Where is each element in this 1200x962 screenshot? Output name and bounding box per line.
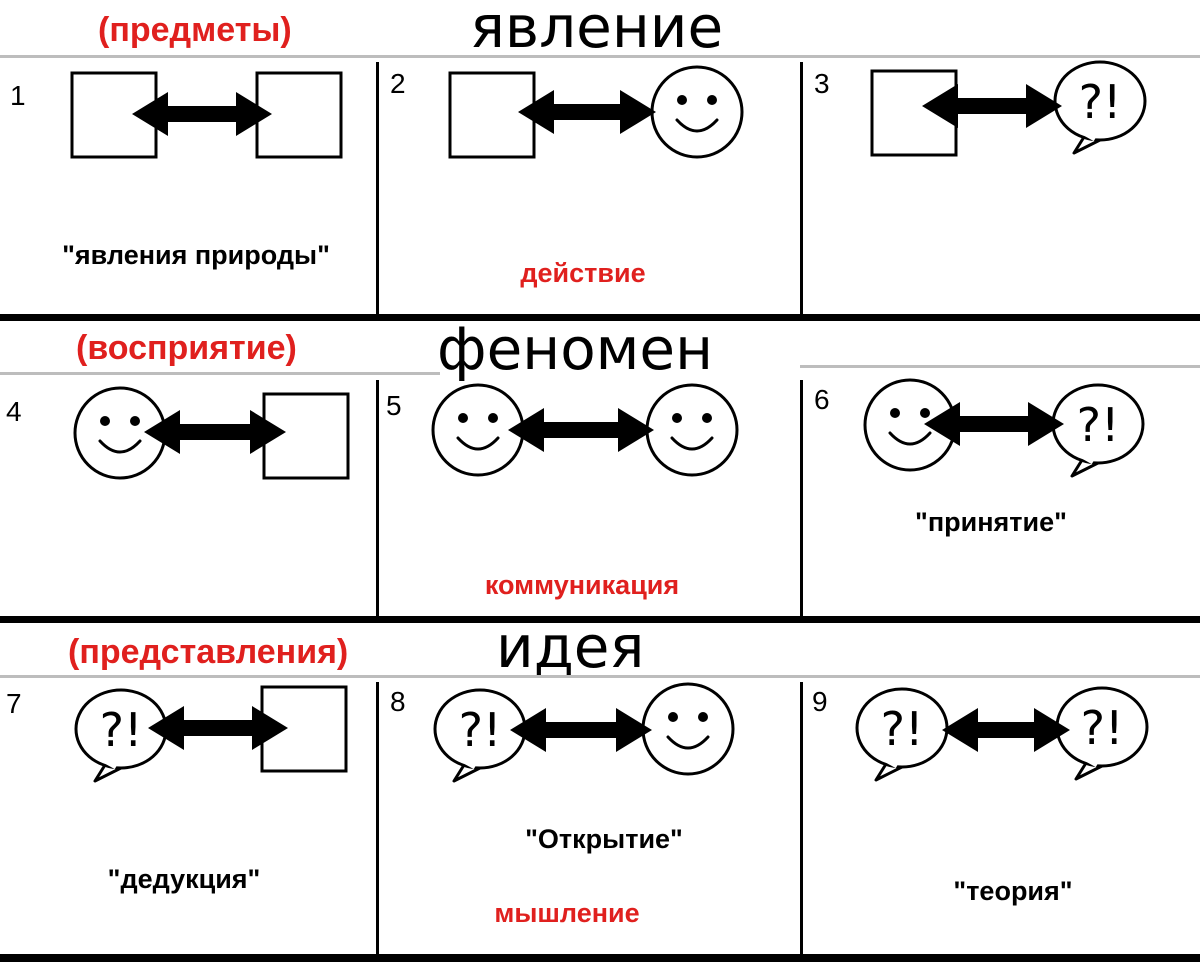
- cell-9-caption: "теория": [953, 876, 1073, 906]
- cell-6-caption: "принятие": [915, 507, 1067, 537]
- column-divider-2a: [800, 62, 803, 314]
- cell-8-left-speech-bubble-icon: ?!: [435, 690, 525, 781]
- bottom-border: [0, 954, 1200, 962]
- cell-7-caption: "дедукция": [107, 864, 261, 894]
- row-2-subtitle: (восприятие): [76, 329, 297, 367]
- row-divider-2: [0, 616, 1200, 623]
- cell-1-number: 1: [10, 80, 26, 111]
- row-2-title: феномен: [437, 315, 714, 383]
- cell-7-left-speech-bubble-icon: ?!: [76, 690, 166, 781]
- row-1-header-line: [0, 55, 1200, 58]
- cell-5-right-smiley-icon: [645, 383, 739, 477]
- cell-6-bubble-text: ?!: [1077, 398, 1120, 452]
- cell-5-caption: коммуникация: [484, 570, 680, 600]
- cell-5-number: 5: [386, 390, 402, 421]
- cell-2-right-smiley-icon: [650, 65, 744, 159]
- cell-2-caption: действие: [520, 258, 646, 288]
- cell-1-caption: "явления природы": [62, 240, 330, 270]
- row-divider-1: [0, 314, 1200, 321]
- column-divider-1a: [376, 62, 379, 314]
- row-1-title: явление: [470, 0, 724, 61]
- cell-8-bubble-text: ?!: [459, 703, 502, 757]
- row-3-subtitle: (представления): [68, 633, 349, 671]
- cell-9-number: 9: [812, 686, 828, 717]
- cell-5-double-arrow-icon: [508, 408, 654, 452]
- row-3-title: идея: [496, 613, 645, 681]
- cell-7-double-arrow-icon: [148, 706, 288, 750]
- cell-6-number: 6: [814, 384, 830, 415]
- column-divider-2b: [800, 380, 803, 616]
- cell-8-right-smiley-icon: [641, 682, 735, 776]
- cell-9-double-arrow-icon: [942, 708, 1070, 752]
- row-3-header-line: [0, 675, 1200, 678]
- cell-1-double-arrow-icon: [132, 92, 272, 136]
- cell-6-right-speech-bubble-icon: ?!: [1053, 385, 1143, 476]
- cell-9-left-speech-bubble-icon: ?!: [857, 689, 947, 780]
- cell-9-right-bubble-text: ?!: [1081, 701, 1124, 755]
- cell-2-double-arrow-icon: [518, 90, 656, 134]
- cell-4-number: 4: [6, 396, 22, 427]
- column-divider-1b: [376, 380, 379, 616]
- cell-3-number: 3: [814, 68, 830, 99]
- row-2-header-line-right: [800, 365, 1200, 368]
- cell-3-double-arrow-icon: [922, 84, 1062, 128]
- cell-8-double-arrow-icon: [510, 708, 652, 752]
- cell-7-number: 7: [6, 688, 22, 719]
- cell-8-caption-1: "Открытие": [525, 824, 683, 854]
- cell-3-bubble-text: ?!: [1079, 75, 1122, 129]
- cell-2-number: 2: [390, 68, 406, 99]
- cell-2-left-square-icon: [448, 71, 536, 159]
- column-divider-1c: [376, 682, 379, 954]
- cell-3-right-speech-bubble-icon: ?!: [1055, 62, 1145, 153]
- column-divider-2c: [800, 682, 803, 954]
- cell-8-caption-2: мышление: [494, 898, 640, 928]
- cell-4-double-arrow-icon: [144, 410, 286, 454]
- row-1-subtitle: (предметы): [98, 11, 292, 49]
- row-2-header-line-left: [0, 372, 440, 375]
- cell-6-double-arrow-icon: [924, 402, 1064, 446]
- cell-7-bubble-text: ?!: [100, 703, 143, 757]
- cell-9-right-speech-bubble-icon: ?!: [1057, 688, 1147, 779]
- cell-8-number: 8: [390, 686, 406, 717]
- cell-9-left-bubble-text: ?!: [881, 702, 924, 756]
